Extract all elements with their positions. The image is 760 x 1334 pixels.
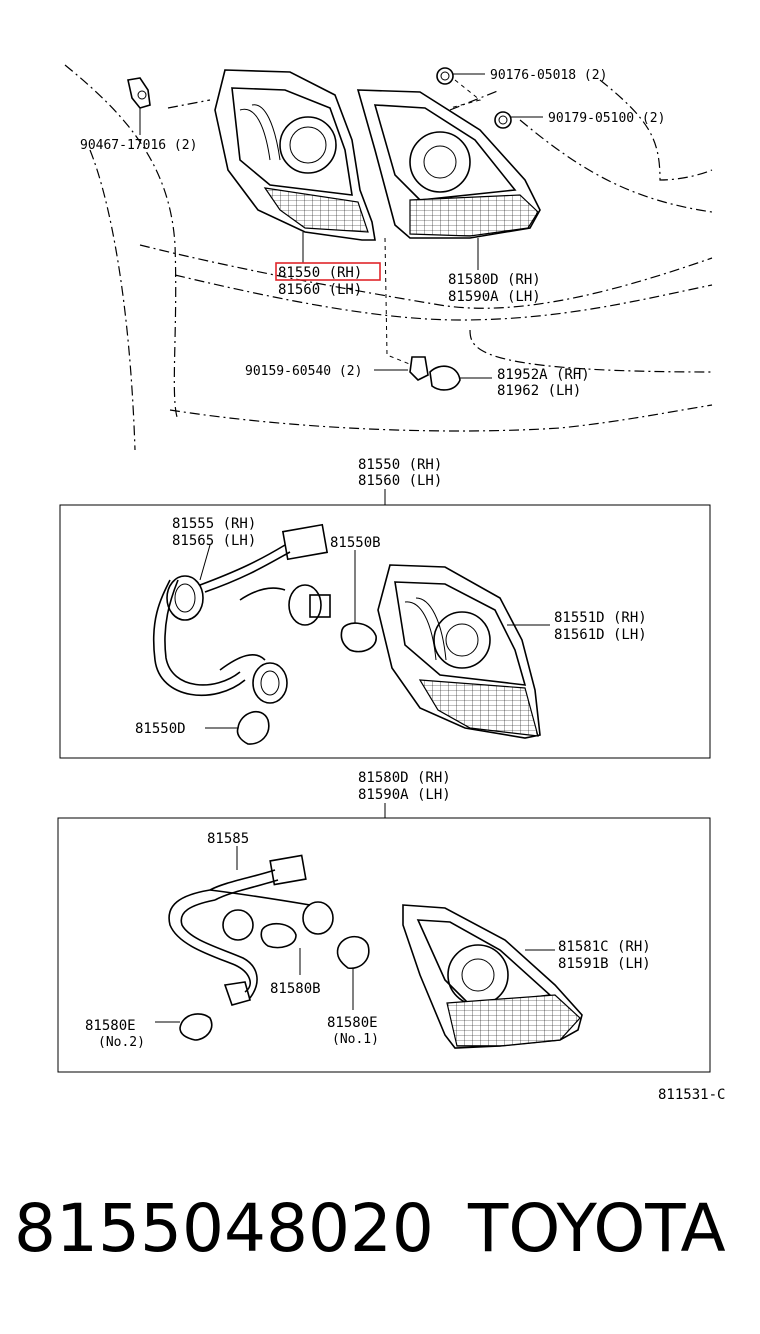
- label-81580e-no1[interactable]: 81580E: [327, 1015, 378, 1031]
- label-81952a-rh[interactable]: 81952A (RH): [497, 367, 590, 383]
- box2-frame: [57, 817, 711, 1073]
- box2-leader-lines: [155, 846, 555, 1023]
- lens-81581c[interactable]: [402, 904, 583, 1049]
- box2-title-rh: 81580D (RH): [358, 770, 451, 786]
- screw-leader-line: [384, 237, 413, 366]
- tail-lamp-main[interactable]: [214, 69, 376, 241]
- bulb-81550b-icon[interactable]: [340, 622, 377, 653]
- label-81565-lh[interactable]: 81565 (LH): [172, 533, 256, 549]
- box1-frame: [59, 504, 711, 759]
- bulb-81580e-no2-icon[interactable]: [179, 1013, 213, 1041]
- label-81550-rh[interactable]: 81550 (RH): [278, 265, 362, 281]
- footer: 8155048020 TOYOTA: [0, 1190, 760, 1290]
- label-81551d-rh[interactable]: 81551D (RH): [554, 610, 647, 626]
- box1-title-rh: 81550 (RH): [358, 457, 442, 473]
- label-81585[interactable]: 81585: [207, 831, 249, 847]
- label-81591b-lh[interactable]: 81591B (LH): [558, 956, 651, 972]
- nut-90179-icon[interactable]: [494, 111, 512, 129]
- bulb-81580b-icon[interactable]: [260, 922, 297, 949]
- diagram-ref: 811531-C: [658, 1087, 725, 1103]
- tail-lamp-inner[interactable]: [356, 89, 541, 239]
- label-90467: 90467-17016 (2): [80, 138, 197, 153]
- label-90176: 90176-05018 (2): [490, 68, 607, 83]
- label-81560-lh[interactable]: 81560 (LH): [278, 282, 362, 298]
- label-81580d-rh[interactable]: 81580D (RH): [448, 272, 541, 288]
- nut-90176-icon[interactable]: [436, 67, 454, 85]
- highlight-box: [275, 262, 381, 281]
- nut-leader-line: [449, 79, 482, 109]
- label-81550b[interactable]: 81550B: [330, 535, 381, 551]
- lens-81551d[interactable]: [377, 564, 541, 739]
- label-90159: 90159-60540 (2): [245, 364, 362, 379]
- box2-title-lh: 81590A (LH): [358, 787, 451, 803]
- box1-title-lh: 81560 (LH): [358, 473, 442, 489]
- label-81580b[interactable]: 81580B: [270, 981, 321, 997]
- box1-leader-lines: [199, 544, 550, 729]
- top-leader-lines: [139, 73, 543, 379]
- car-body-outline: [64, 64, 713, 451]
- label-90179: 90179-05100 (2): [548, 111, 665, 126]
- label-no2: (No.2): [98, 1035, 145, 1050]
- part-number: 8155048020: [14, 1190, 434, 1267]
- label-81550d[interactable]: 81550D: [135, 721, 186, 737]
- label-81590a-lh[interactable]: 81590A (LH): [448, 289, 541, 305]
- screw-90159-icon[interactable]: [409, 356, 429, 381]
- socket-harness-81555[interactable]: [152, 523, 331, 704]
- label-81962-lh[interactable]: 81962 (LH): [497, 383, 581, 399]
- label-81555-rh[interactable]: 81555 (RH): [172, 516, 256, 532]
- harness-81585[interactable]: [168, 854, 334, 1006]
- bulb-81580e-no1-icon[interactable]: [336, 935, 370, 970]
- cover-81952-icon[interactable]: [429, 365, 461, 391]
- label-81561d-lh[interactable]: 81561D (LH): [554, 627, 647, 643]
- bulb-81550d-icon[interactable]: [236, 710, 270, 745]
- label-81580e-no2[interactable]: 81580E: [85, 1018, 136, 1034]
- brand-name: TOYOTA: [468, 1190, 726, 1267]
- label-81581c-rh[interactable]: 81581C (RH): [558, 939, 651, 955]
- label-no1: (No.1): [332, 1032, 379, 1047]
- clip-90467-icon[interactable]: [127, 77, 151, 109]
